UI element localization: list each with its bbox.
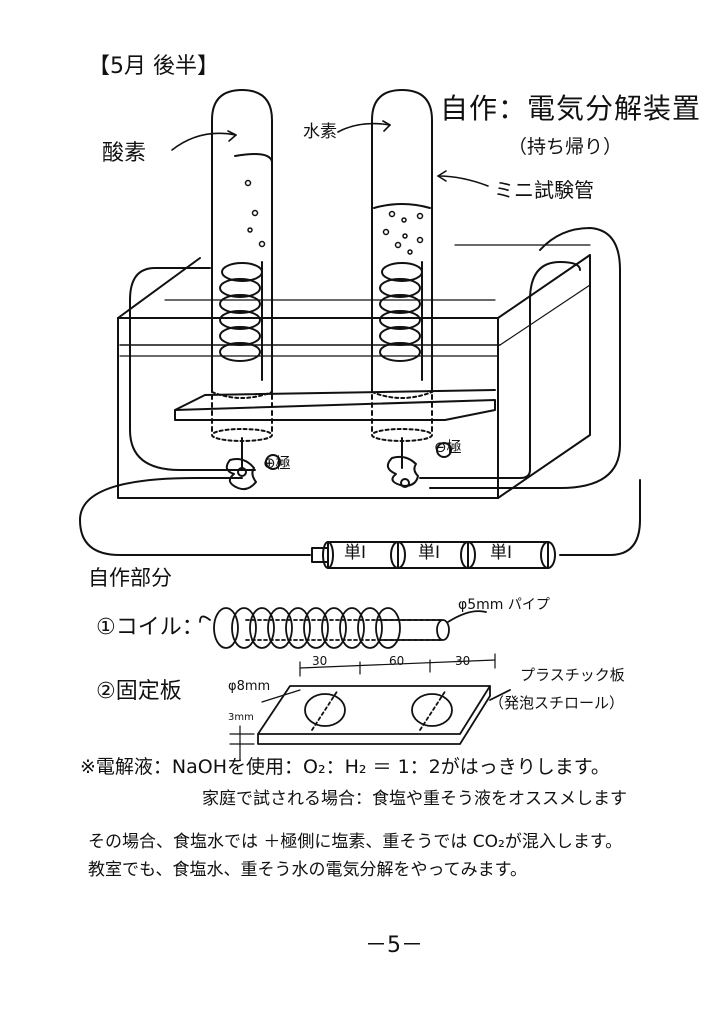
- coil-electrodes: [219, 261, 423, 381]
- note-classroom: 教室でも、食塩水、重そう水の電気分解をやってみます。: [88, 860, 527, 880]
- dimension-label: 30: [455, 654, 471, 668]
- dimension-label: 30: [312, 654, 328, 668]
- pipe-label: φ5mm パイプ: [458, 597, 550, 613]
- coil-label: ①コイル：: [96, 615, 204, 640]
- note-mixing: その場合、食塩水では ＋極側に塩素、重そうでは CO₂が混入します。: [88, 832, 623, 852]
- coil-part-drawing: [199, 607, 487, 649]
- gas-bubbles: [244, 179, 424, 255]
- battery-label: 単Ⅰ: [490, 543, 513, 563]
- battery-label: 単Ⅰ: [418, 543, 441, 563]
- section-header: 【5月 後半】: [88, 54, 219, 79]
- minus-pole-label: ⊖極: [434, 438, 462, 456]
- test-tube-hydrogen: [371, 89, 433, 442]
- page-subtitle: （持ち帰り）: [508, 136, 623, 158]
- hole-diameter-label: φ8mm: [228, 679, 271, 694]
- dimension-label: 60: [389, 654, 405, 668]
- wire-terminals: [225, 437, 452, 491]
- thickness-label: 3mm: [228, 712, 254, 723]
- plus-pole-label: ⊕極: [263, 454, 291, 472]
- page-title: 自作：電気分解装置: [440, 92, 702, 125]
- battery-label: 単Ⅰ: [344, 543, 367, 563]
- fixing-plate: [174, 389, 496, 421]
- electrolyte-container: [117, 244, 591, 499]
- foam-label: （発泡スチロール）: [489, 694, 625, 712]
- lead-wires: [79, 227, 641, 556]
- batteries: [311, 541, 556, 569]
- hydrogen-label: 水素: [303, 122, 337, 142]
- plate-part-drawing: [229, 653, 511, 761]
- page-number: －5－: [365, 933, 423, 958]
- test-tube-oxygen: [211, 89, 273, 442]
- plastic-plate-label: プラスチック板: [520, 666, 625, 684]
- mini-tube-label: ミニ試験管: [494, 178, 594, 202]
- note-electrolyte: ※電解液：NaOHを使用：O₂：H₂ ＝ 1：2がはっきりします。: [80, 756, 610, 778]
- oxygen-label: 酸素: [102, 141, 147, 166]
- parts-title: 自作部分: [88, 566, 172, 590]
- label-arrows: [171, 120, 489, 187]
- note-home: 家庭で試される場合：食塩や重そう液をオススメします: [202, 789, 627, 809]
- plate-label: ②固定板: [96, 679, 182, 704]
